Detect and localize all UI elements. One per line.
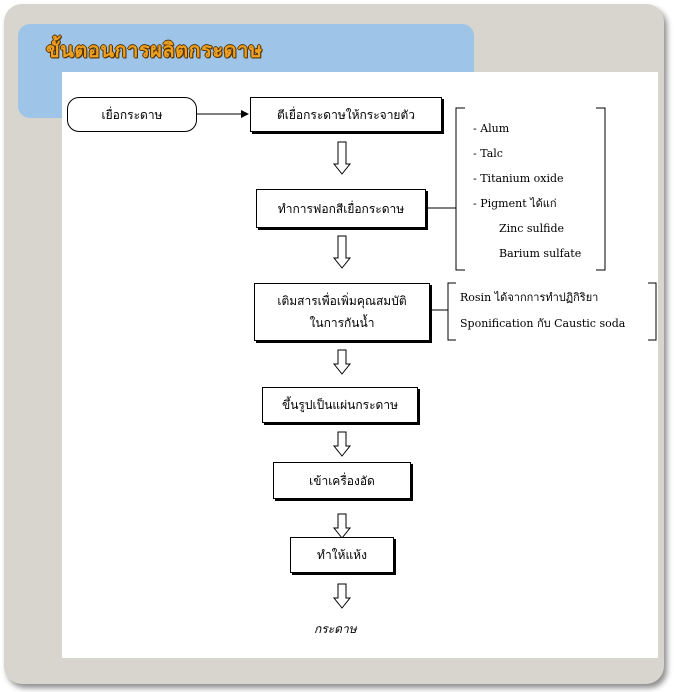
node-form: ขึ้นรูปเป็นแผ่นกระดาษ bbox=[262, 387, 418, 423]
block-arrow-4 bbox=[332, 431, 352, 457]
node-press: เข้าเครื่องอัด bbox=[273, 462, 411, 499]
node-form-label: ขึ้นรูปเป็นแผ่นกระดาษ bbox=[282, 398, 398, 412]
node-pulp: เยื่อกระดาษ bbox=[67, 97, 197, 132]
fillers-bracket-left bbox=[455, 107, 465, 271]
block-arrow-1 bbox=[332, 141, 352, 175]
node-dry-label: ทำให้แห้ง bbox=[317, 548, 367, 562]
node-sizing: เติมสารเพื่อเพิ่มคุณสมบัติ ในการกันน้ำ bbox=[254, 283, 430, 341]
rosin-bracket-right bbox=[648, 282, 657, 341]
filler-zinc: Zinc sulfide bbox=[499, 222, 565, 235]
node-bleach: ทำการฟอกสีเยื่อกระดาษ bbox=[256, 189, 426, 228]
node-press-label: เข้าเครื่องอัด bbox=[309, 473, 375, 488]
rosin-line-1: Rosin ได้จากการทำปฏิกิริยา bbox=[460, 291, 599, 304]
rosin-line-2: Sponification กับ Caustic soda bbox=[460, 317, 626, 330]
node-beat: ตีเยื่อกระดาษให้กระจายตัว bbox=[250, 97, 442, 132]
node-paper-label: กระดาษ bbox=[314, 622, 357, 636]
node-dry: ทำให้แห้ง bbox=[290, 537, 394, 573]
rosin-bracket-left bbox=[447, 282, 456, 341]
block-arrow-2 bbox=[332, 235, 352, 269]
node-sizing-label-1: เติมสารเพื่อเพิ่มคุณสมบัติ bbox=[277, 294, 407, 308]
page-title: ขั้นตอนการผลิตกระดาษ bbox=[46, 38, 263, 62]
filler-titanium: - Titanium oxide bbox=[473, 172, 564, 185]
fillers-bracket-right bbox=[596, 107, 606, 271]
node-beat-label: ตีเยื่อกระดาษให้กระจายตัว bbox=[277, 107, 415, 122]
filler-barium: Barium sulfate bbox=[499, 247, 582, 260]
fillers-list: - Alum - Talc - Titanium oxide - Pigment… bbox=[473, 116, 581, 266]
block-arrow-3 bbox=[332, 349, 352, 375]
node-pulp-label: เยื่อกระดาษ bbox=[101, 107, 163, 122]
node-sizing-label-2: ในการกันน้ำ bbox=[309, 316, 375, 330]
node-bleach-label: ทำการฟอกสีเยื่อกระดาษ bbox=[277, 201, 405, 216]
filler-talc: - Talc bbox=[473, 147, 503, 160]
filler-alum: - Alum bbox=[473, 122, 510, 135]
block-arrow-5 bbox=[332, 513, 352, 539]
block-arrow-6 bbox=[332, 583, 352, 609]
filler-pigment: - Pigment ได้แก่ bbox=[473, 197, 557, 210]
rosin-note: Rosin ได้จากการทำปฏิกิริยา Sponification… bbox=[460, 285, 625, 337]
